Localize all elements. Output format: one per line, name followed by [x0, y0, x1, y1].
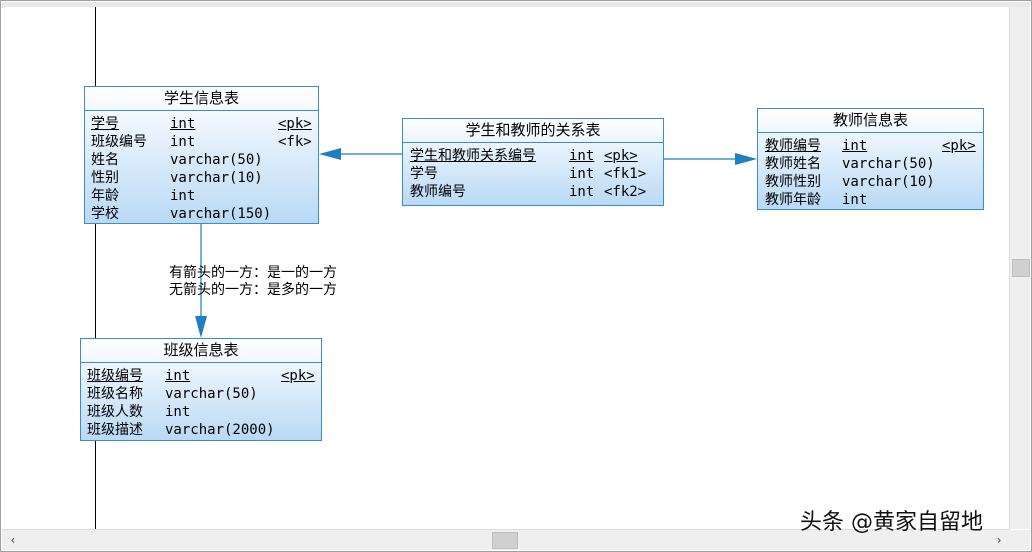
column-row: 教师性别 varchar(10)	[758, 173, 983, 191]
column-name: 学生和教师关系编号	[410, 148, 536, 164]
column-row: 班级编号 int <pk>	[81, 367, 321, 385]
column-row: 班级人数 int	[81, 403, 321, 421]
entity-class[interactable]: 班级信息表 班级编号 int <pk> 班级名称 varchar(50) 班级人数 in…	[80, 338, 322, 441]
column-type: varchar(50)	[842, 156, 935, 172]
column-name: 班级人数	[87, 404, 143, 420]
column-key: <fk2>	[604, 184, 647, 200]
chevron-left-icon[interactable]: ‹	[9, 533, 17, 547]
column-row: 教师年龄 int	[758, 191, 983, 209]
entity-student[interactable]: 学生信息表 学号 int <pk> 班级编号 int <fk> 姓名 varchar(50…	[84, 86, 319, 224]
column-type: int	[165, 368, 191, 384]
column-key: <pk>	[604, 148, 638, 164]
column-type: int	[170, 116, 196, 132]
column-row: 教师编号 int <pk>	[758, 137, 983, 155]
entity-title: 学生信息表	[85, 87, 318, 111]
column-name: 教师姓名	[765, 156, 821, 172]
column-name: 教师性别	[765, 174, 821, 190]
entity-title: 教师信息表	[758, 109, 983, 133]
column-name: 班级描述	[87, 422, 143, 438]
diagram-canvas[interactable]: 学生信息表 学号 int <pk> 班级编号 int <fk> 姓名 varchar(50…	[3, 7, 1009, 529]
column-row: 姓名 varchar(50)	[85, 151, 318, 169]
chevron-right-icon[interactable]: ›	[995, 533, 1003, 547]
column-row: 年龄 int	[85, 187, 318, 205]
column-key: <fk1>	[604, 166, 647, 182]
entity-title: 班级信息表	[81, 339, 321, 363]
connectors	[195, 148, 757, 338]
column-row: 教师编号 int <fk2>	[403, 183, 663, 201]
column-name: 性别	[91, 170, 119, 186]
entity-title: 学生和教师的关系表	[403, 119, 663, 143]
column-name: 学校	[91, 206, 119, 222]
column-row: 班级编号 int <fk>	[85, 133, 318, 151]
column-type: int	[569, 166, 595, 182]
column-type: int	[165, 404, 191, 420]
watermark-text: 头条 @黄家自留地	[800, 510, 983, 535]
scrollbar-corner	[1009, 530, 1030, 550]
column-type: varchar(150)	[170, 206, 272, 222]
column-type: varchar(50)	[165, 386, 258, 402]
horizontal-scrollbar[interactable]: ‹ ›	[2, 529, 1010, 550]
column-row: 学号 int <fk1>	[403, 165, 663, 183]
column-type: varchar(50)	[170, 152, 263, 168]
column-row: 教师姓名 varchar(50)	[758, 155, 983, 173]
column-name: 教师编号	[410, 184, 466, 200]
arrowhead-student	[319, 148, 341, 160]
column-key: <pk>	[281, 368, 315, 384]
column-row: 班级名称 varchar(50)	[81, 385, 321, 403]
column-key: <fk>	[278, 134, 312, 150]
page-boundary-line	[95, 7, 96, 529]
vertical-scrollbar[interactable]	[1009, 7, 1030, 529]
column-type: int	[842, 138, 868, 154]
column-type: int	[842, 192, 868, 208]
column-type: varchar(10)	[170, 170, 263, 186]
column-row: 性别 varchar(10)	[85, 169, 318, 187]
column-name: 班级名称	[87, 386, 143, 402]
column-type: varchar(2000)	[165, 422, 275, 438]
column-key: <pk>	[278, 116, 312, 132]
relationship-note-line-2: 无箭头的一方：是多的一方	[169, 282, 337, 298]
column-name: 年龄	[91, 188, 119, 204]
column-name: 班级编号	[91, 134, 147, 150]
arrowhead-class	[195, 316, 207, 338]
vertical-scroll-thumb[interactable]	[1012, 259, 1030, 277]
column-name: 班级编号	[87, 368, 143, 384]
column-type: int	[569, 148, 595, 164]
entity-teacher[interactable]: 教师信息表 教师编号 int <pk> 教师姓名 varchar(50) 教师性别 va…	[757, 108, 984, 210]
entity-student-teacher-relation[interactable]: 学生和教师的关系表 学生和教师关系编号 int <pk> 学号 int <fk1> 教师…	[402, 118, 664, 206]
column-name: 学号	[410, 166, 438, 182]
column-name: 教师年龄	[765, 192, 821, 208]
horizontal-scroll-thumb[interactable]	[492, 532, 518, 549]
relationship-note-line-1: 有箭头的一方：是一的一方	[169, 265, 337, 281]
column-row: 班级描述 varchar(2000)	[81, 421, 321, 439]
column-row: 学生和教师关系编号 int <pk>	[403, 147, 663, 165]
column-type: int	[170, 134, 196, 150]
arrowhead-teacher	[735, 153, 757, 165]
column-name: 学号	[91, 116, 119, 132]
column-row: 学号 int <pk>	[85, 115, 318, 133]
column-name: 教师编号	[765, 138, 821, 154]
column-row: 学校 varchar(150)	[85, 205, 318, 223]
column-type: int	[170, 188, 196, 204]
column-key: <pk>	[942, 138, 976, 154]
column-type: int	[569, 184, 595, 200]
column-name: 姓名	[91, 152, 119, 168]
column-type: varchar(10)	[842, 174, 935, 190]
